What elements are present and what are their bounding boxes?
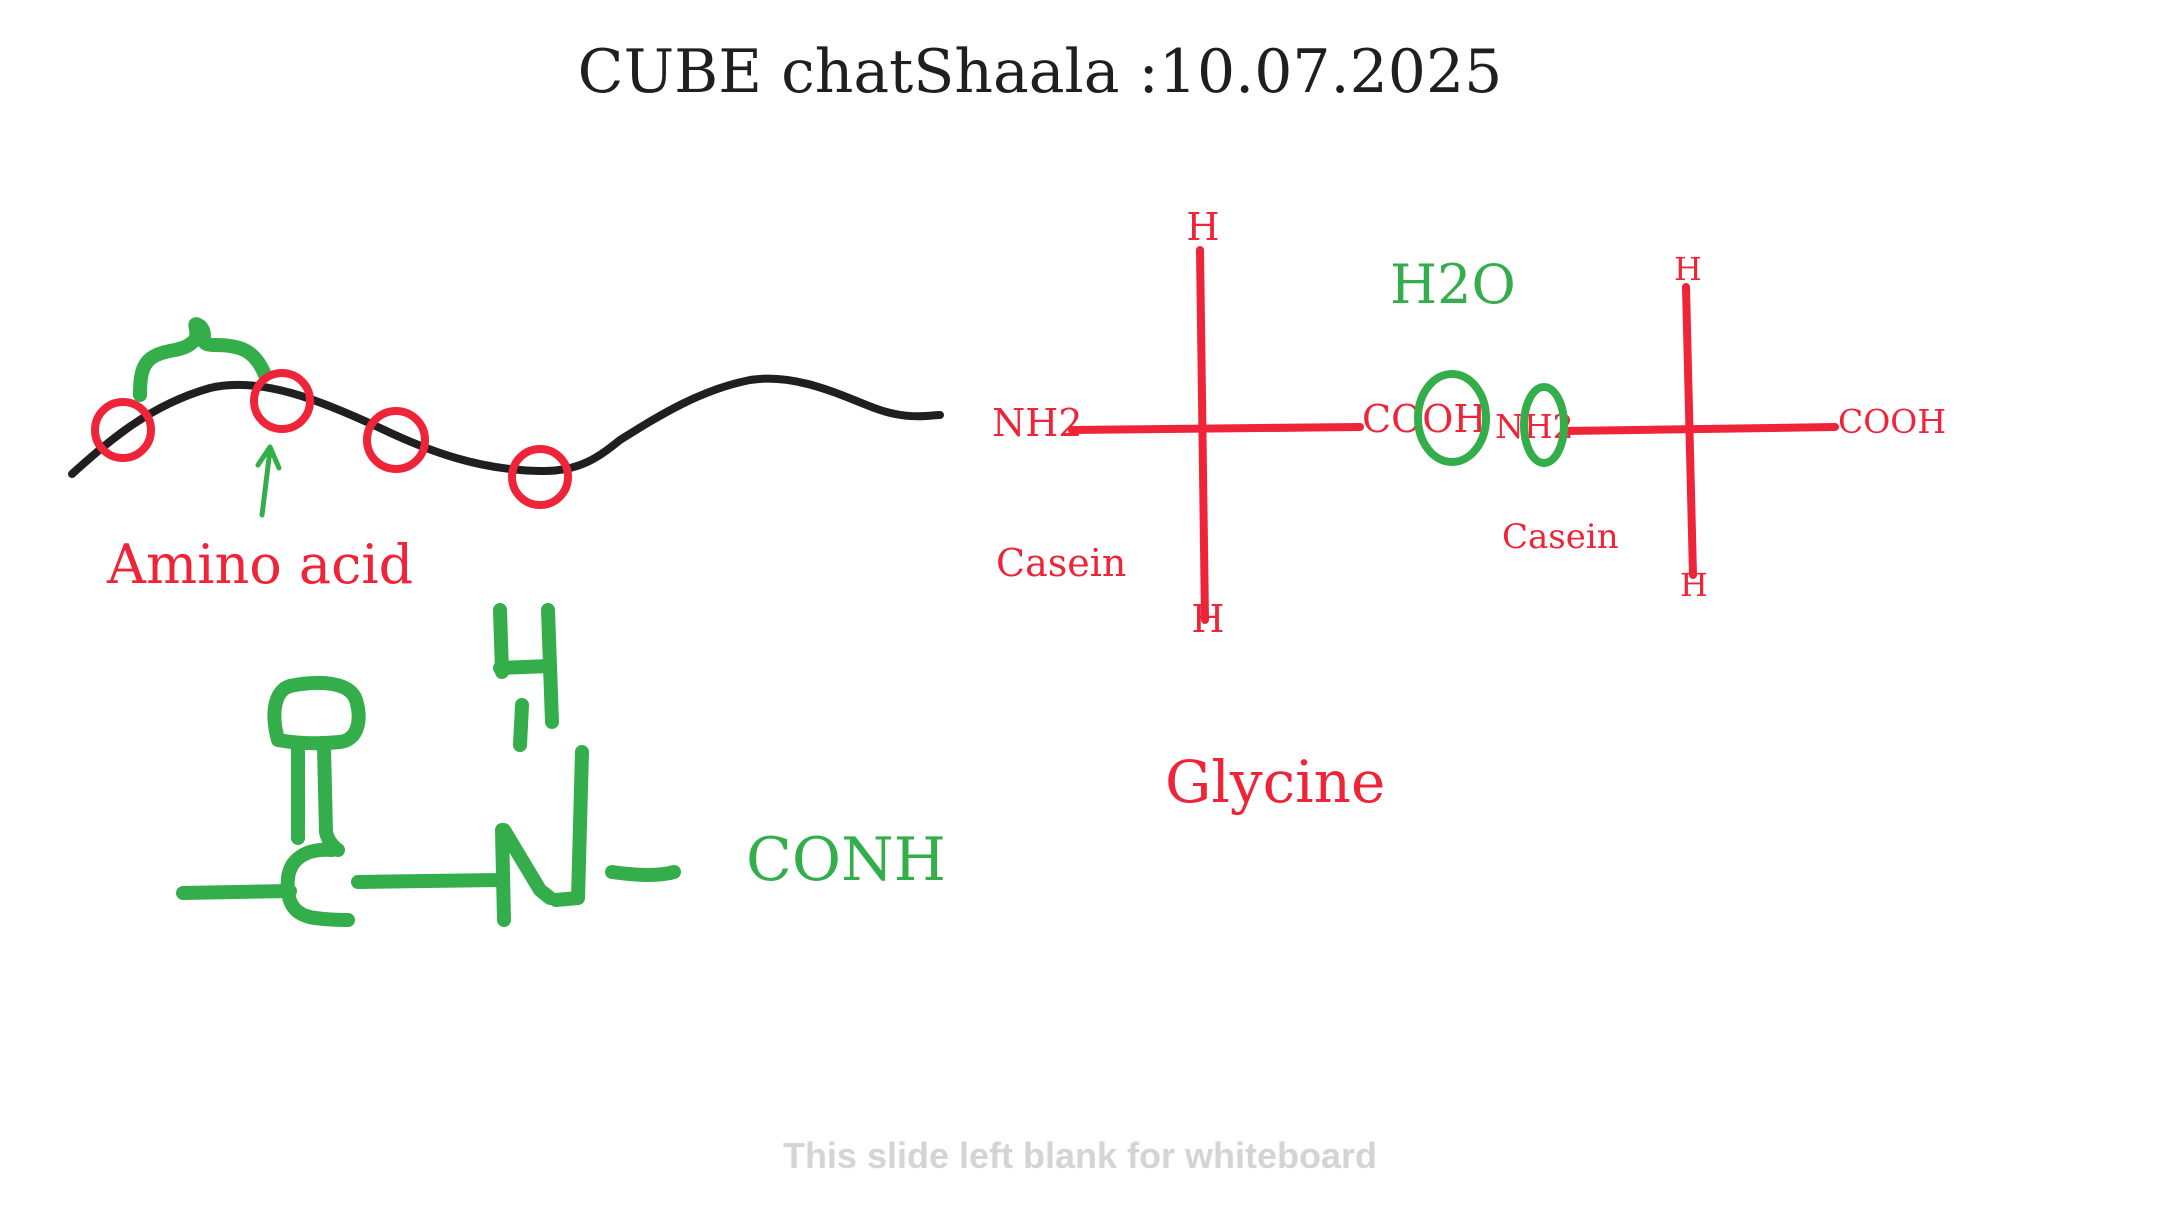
casein-label: Casein: [996, 541, 1126, 585]
h-atom-bottom: H: [1680, 566, 1708, 604]
slide-title: CUBE chatShaala :10.07.2025: [578, 37, 1503, 107]
amino-acid-circle: [91, 398, 155, 462]
hydrogen-circle: [1520, 383, 1568, 467]
glycine-structure-right: H H NH2 COOH Casein: [1495, 250, 1946, 604]
amino-acid-circle: [363, 407, 429, 473]
glycine-label: Glycine: [1165, 748, 1385, 816]
protein-chain-curve: [68, 374, 944, 478]
carboxyl-group: COOH: [1838, 402, 1946, 441]
amine-group: NH2: [992, 401, 1083, 445]
h-atom-bottom: H: [1191, 597, 1224, 641]
casein-label: Casein: [1502, 517, 1619, 557]
peptide-link-bracket: [133, 317, 272, 402]
amino-acid-circle: [508, 445, 572, 509]
peptide-bond-sketch: [176, 603, 681, 927]
whiteboard-footer-note: This slide left blank for whiteboard: [782, 1135, 1378, 1176]
h-atom-top: H: [1674, 250, 1702, 288]
hydroxyl-circle: [1414, 370, 1490, 466]
h-atom-top: H: [1186, 205, 1219, 249]
pointer-arrow: [255, 444, 282, 518]
conh-label: CONH: [746, 825, 946, 895]
water-label: H2O: [1390, 253, 1516, 316]
amino-acid-label: Amino acid: [106, 533, 413, 596]
amino-acid-circle: [250, 369, 314, 433]
